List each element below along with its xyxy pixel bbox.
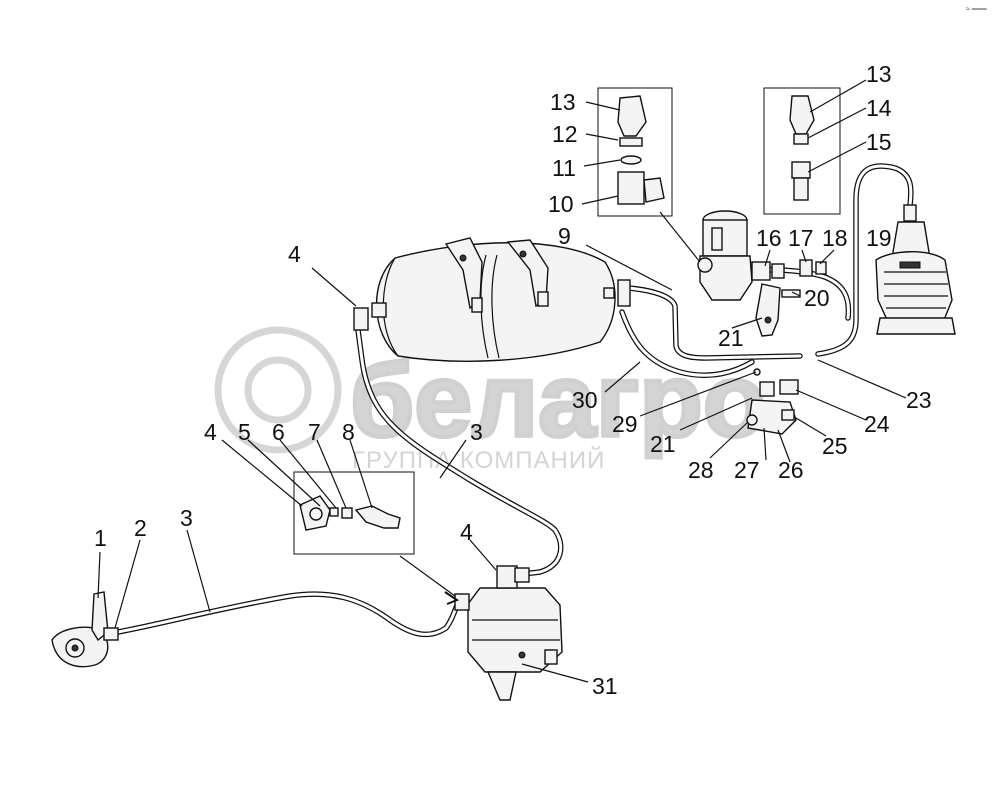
callout-13: 13	[866, 61, 892, 87]
callout-26: 26	[778, 457, 804, 483]
watermark-logo-ring	[214, 326, 342, 454]
callout-30: 30	[572, 387, 598, 413]
callout-11: 11	[552, 155, 576, 181]
air-receiver-tank	[353, 237, 631, 362]
callout-24: 24	[864, 411, 890, 437]
callout-10: 10	[548, 191, 574, 217]
callout-4: 4	[460, 519, 473, 545]
callout-19: 19	[866, 225, 892, 251]
callout-9: 9	[558, 223, 571, 249]
watermark: белагро ГРУППА КОМПАНИЙ	[214, 326, 768, 474]
callout-29: 29	[612, 411, 638, 437]
watermark-logo-inner	[244, 356, 312, 424]
callout-12: 12	[552, 121, 578, 147]
callout-25: 25	[822, 433, 848, 459]
callout-7: 7	[308, 419, 321, 445]
valve-bracket-group	[746, 368, 799, 435]
callout-8: 8	[342, 419, 355, 445]
pressure-regulator	[697, 210, 827, 337]
callout-2: 2	[134, 515, 147, 541]
callout-16: 16	[756, 225, 782, 251]
callout-28: 28	[688, 457, 714, 483]
callout-23: 23	[906, 387, 932, 413]
watermark-brand: белагро	[350, 343, 766, 459]
corner-mark: ≈ ═══	[966, 6, 987, 13]
callout-21: 21	[650, 431, 676, 457]
callout-27: 27	[734, 457, 760, 483]
callout-18: 18	[822, 225, 848, 251]
leader-lines	[97, 79, 907, 683]
callout-4: 4	[204, 419, 217, 445]
callout-6: 6	[272, 419, 285, 445]
callout-17: 17	[788, 225, 814, 251]
callout-20: 20	[804, 285, 830, 311]
compressor	[875, 204, 956, 335]
detail-box-5-8	[293, 471, 415, 555]
callout-13: 13	[550, 89, 576, 115]
brake-valve	[454, 565, 563, 701]
callout-14: 14	[866, 95, 892, 121]
callout-21: 21	[718, 325, 744, 351]
callout-4: 4	[288, 241, 301, 267]
callout-5: 5	[238, 419, 251, 445]
callout-31: 31	[592, 673, 618, 699]
callout-3: 3	[470, 419, 483, 445]
callouts: 1 2 3 3 4 4 4 5 6 7 8 9 10 11 12 13 13 1…	[94, 61, 932, 699]
watermark-subtitle: ГРУППА КОМПАНИЙ	[352, 446, 605, 474]
detail-box-13-15	[763, 87, 841, 215]
detail-box-10-13	[597, 87, 673, 217]
callout-15: 15	[866, 129, 892, 155]
wheel-fitting	[51, 591, 119, 668]
callout-1: 1	[94, 525, 107, 551]
callout-3: 3	[180, 505, 193, 531]
